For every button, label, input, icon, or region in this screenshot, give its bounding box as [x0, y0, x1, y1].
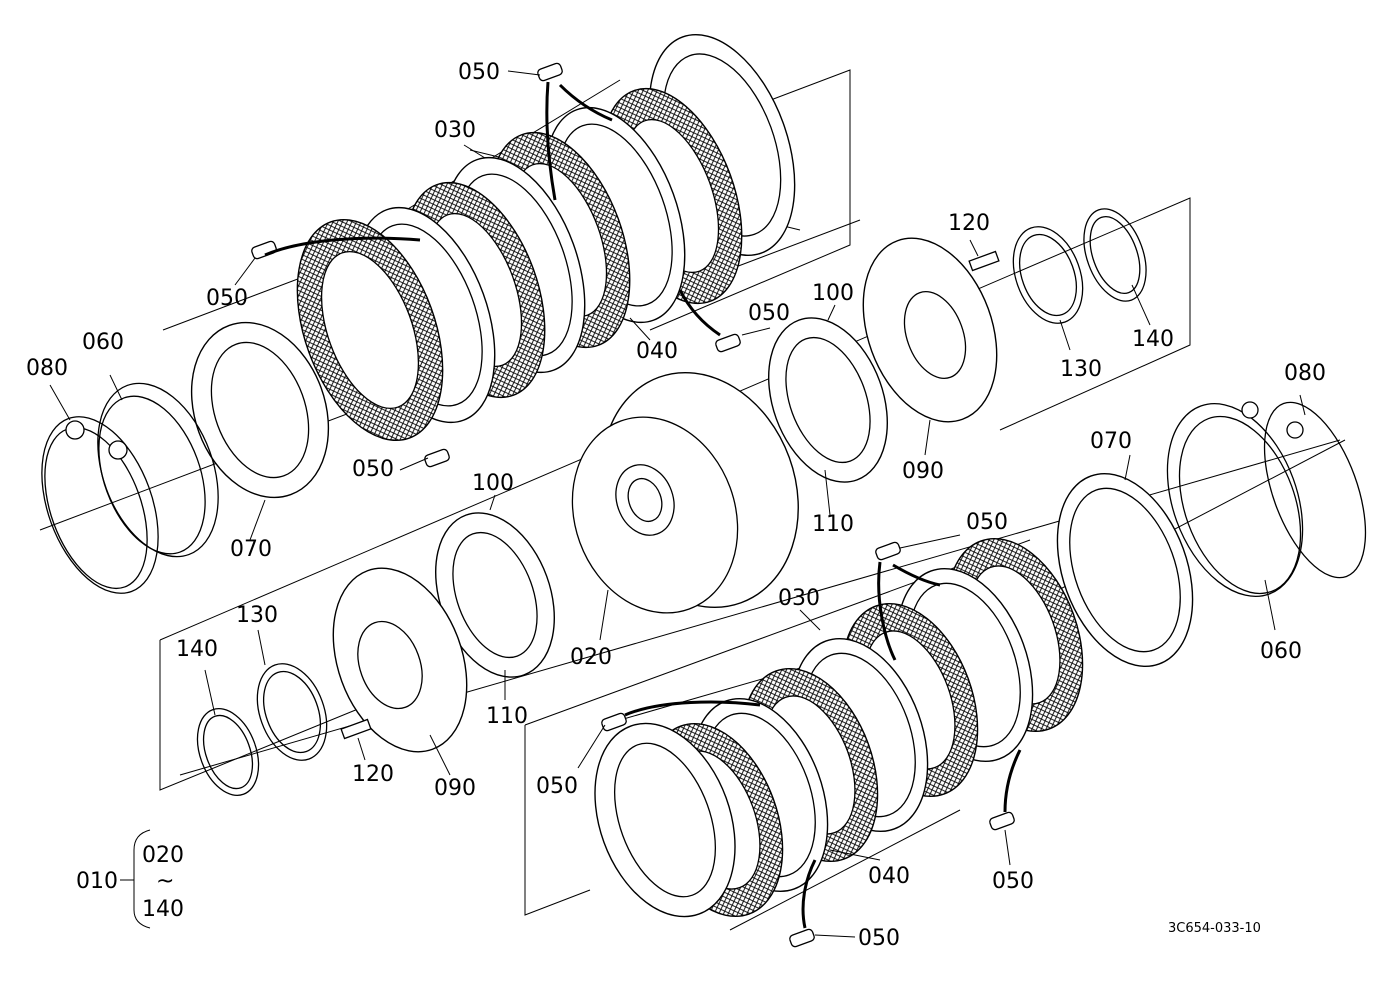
lower-clutch-pack: [524, 401, 1367, 948]
part-number-labels: 050 030 050 060 080 070 050 040 050 100 …: [26, 60, 1326, 951]
label-050-bottom-top: 050: [966, 510, 1008, 535]
label-040-top: 040: [636, 339, 678, 364]
label-080-right: 080: [1284, 361, 1326, 386]
label-080-left: 080: [26, 356, 68, 381]
label-050-top: 050: [458, 60, 500, 85]
label-040-bottom: 040: [868, 864, 910, 889]
label-060-right: 060: [1260, 639, 1302, 664]
label-110-top: 110: [812, 512, 854, 537]
label-140-top: 140: [1132, 327, 1174, 352]
label-140-bottom: 140: [176, 637, 218, 662]
drawing-code: 3C654-033-10: [1168, 921, 1261, 936]
label-020: 020: [570, 645, 612, 670]
label-090-bottom: 090: [434, 776, 476, 801]
label-120-bottom: 120: [352, 762, 394, 787]
middle-drum-assembly: [159, 197, 1341, 797]
label-050-bottom-right: 050: [992, 869, 1034, 894]
label-050-bottom: 050: [858, 926, 900, 951]
label-050-top-right: 050: [748, 301, 790, 326]
label-030-top: 030: [434, 118, 476, 143]
label-130-bottom: 130: [236, 603, 278, 628]
label-060-left: 060: [82, 330, 124, 355]
label-050-mid-left: 050: [352, 457, 394, 482]
upper-clutch-pack: [39, 33, 861, 594]
legend-range-from: 020: [142, 843, 184, 868]
legend-range-tilde: ~: [156, 869, 174, 894]
label-070-right: 070: [1090, 429, 1132, 454]
label-070-left: 070: [230, 537, 272, 562]
label-100-top: 100: [812, 281, 854, 306]
label-110-mid: 110: [486, 704, 528, 729]
label-120-top: 120: [948, 211, 990, 236]
label-100-mid: 100: [472, 471, 514, 496]
assembly-legend: 010 020 ~ 140: [76, 829, 184, 929]
label-130-top: 130: [1060, 357, 1102, 382]
label-050-left: 050: [206, 286, 248, 311]
legend-assembly-number: 010: [76, 869, 118, 894]
legend-range-to: 140: [142, 897, 184, 922]
label-090-top: 090: [902, 459, 944, 484]
label-030-bottom: 030: [778, 586, 820, 611]
label-050-bottom-left: 050: [536, 774, 578, 799]
leader-lines: [49, 70, 1306, 938]
